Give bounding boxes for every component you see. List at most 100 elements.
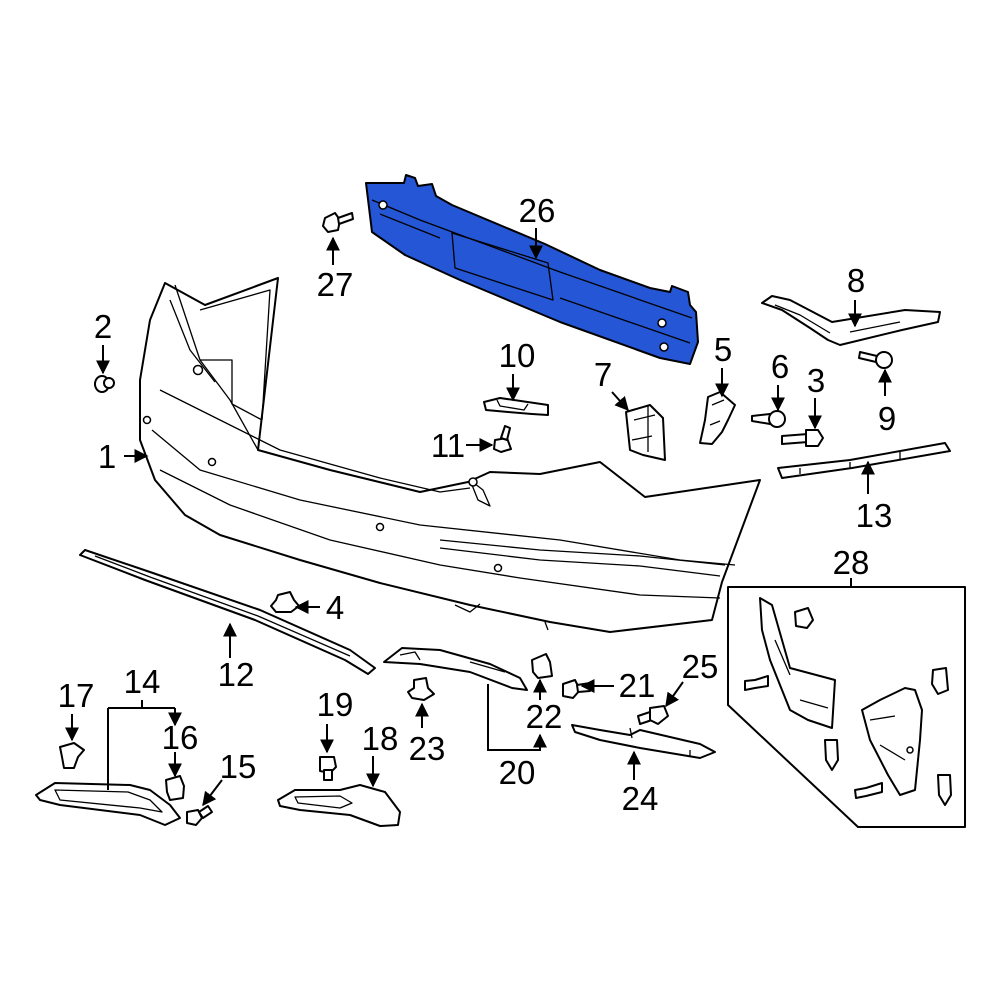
- reinforcement-ridge: [379, 213, 691, 344]
- callout-9: 9: [878, 400, 896, 437]
- kit-screw: [854, 782, 883, 799]
- callout-19: 19: [317, 686, 354, 723]
- molding-detail: [629, 727, 691, 756]
- kit-bolt: [937, 774, 952, 806]
- bumper-cover-body: [139, 277, 761, 633]
- bumper-trunk-line: [159, 389, 471, 493]
- callout-20: 20: [499, 754, 536, 791]
- leader-14: [107, 700, 175, 790]
- molding-24-part[interactable]: [571, 724, 716, 759]
- side-molding-clip: [799, 452, 901, 474]
- sensor-hole: [142, 415, 152, 425]
- nut-body: [103, 377, 115, 389]
- clip-body: [165, 775, 185, 801]
- leader-15: [202, 779, 223, 807]
- reflector-body: [277, 784, 401, 827]
- bolt-shank: [198, 805, 213, 819]
- bolt-shank: [323, 769, 333, 781]
- clip-16-part[interactable]: [165, 775, 185, 801]
- sensor-hole: [192, 364, 204, 376]
- bolt-head: [322, 212, 341, 233]
- leader-lines: [65, 228, 892, 807]
- sensor-hole: [207, 457, 217, 467]
- bolt-11-part[interactable]: [493, 425, 512, 453]
- callout-17: 17: [58, 677, 95, 714]
- sensor-hole: [375, 522, 385, 532]
- callout-16: 16: [162, 719, 199, 756]
- side-molding-body: [777, 442, 951, 479]
- screw-shank: [858, 351, 878, 363]
- bolt-head: [186, 809, 203, 826]
- reflector-lens: [54, 789, 163, 813]
- bracket-body: [483, 397, 549, 416]
- bumper-inner-frame: [169, 289, 271, 421]
- callout-7: 7: [594, 356, 612, 393]
- lower-molding-12-part[interactable]: [79, 549, 376, 675]
- clip-4-part[interactable]: [270, 591, 300, 613]
- bolt-15-part[interactable]: [186, 805, 213, 826]
- side-bracket-8-part[interactable]: [761, 295, 941, 346]
- bolt-19-part[interactable]: [319, 756, 337, 781]
- reflector-14-part[interactable]: [35, 782, 181, 826]
- lower-molding-detail: [94, 555, 351, 657]
- screw-head: [768, 410, 786, 428]
- reflector-body: [35, 782, 181, 826]
- leader-20: [487, 684, 547, 751]
- bolt-head: [649, 705, 669, 725]
- bolt-head: [805, 429, 824, 447]
- bracket-5-part[interactable]: [699, 391, 736, 445]
- callout-13: 13: [856, 497, 893, 534]
- clip-22-part[interactable]: [531, 653, 553, 679]
- mud-guard-kit-28-part[interactable]: [727, 586, 966, 828]
- side-bracket-detail: [774, 304, 901, 334]
- side-molding-13-part[interactable]: [777, 442, 951, 479]
- callout-22: 22: [526, 698, 563, 735]
- callout-3: 3: [807, 362, 825, 399]
- bumper-cover-part[interactable]: [139, 277, 761, 633]
- reinforcement-hole: [659, 342, 669, 352]
- bumper-lower-line: [159, 469, 721, 599]
- clip-body: [59, 742, 85, 769]
- callout-1: 1: [98, 438, 116, 475]
- bracket-detail: [631, 406, 656, 452]
- kit-bolt: [824, 739, 839, 771]
- bolt-27-part[interactable]: [322, 212, 354, 233]
- molding-body: [571, 724, 716, 759]
- mud-guard-front: [861, 687, 923, 796]
- bumper-upper-edge: [174, 284, 259, 451]
- screw-6-part[interactable]: [751, 410, 786, 428]
- bracket-body: [625, 404, 666, 461]
- clip-body: [270, 591, 300, 613]
- bracket-20-part[interactable]: [383, 647, 528, 691]
- bolt-3-part[interactable]: [781, 429, 824, 447]
- reflector-18-part[interactable]: [277, 784, 401, 827]
- lower-molding-body: [79, 549, 376, 675]
- callout-2: 2: [94, 308, 112, 345]
- clip-17-part[interactable]: [59, 742, 85, 769]
- reflector-lens: [294, 795, 353, 809]
- bumper-reinforcement-part[interactable]: [365, 174, 699, 365]
- leader-25: [665, 681, 684, 708]
- bumper-tab: [469, 479, 491, 507]
- screw-9-part[interactable]: [858, 351, 893, 369]
- leader-7: [611, 391, 629, 412]
- bolt-head: [562, 679, 581, 699]
- callout-10: 10: [499, 337, 536, 374]
- bracket-detail: [709, 399, 725, 426]
- screw-head: [875, 351, 893, 369]
- bracket-10-part[interactable]: [483, 397, 549, 416]
- clip-23-part[interactable]: [407, 677, 435, 701]
- clip-body: [531, 653, 553, 679]
- mud-guard-rear-detail: [774, 639, 829, 709]
- callout-27: 27: [317, 266, 354, 303]
- bolt-shank: [576, 682, 591, 693]
- bolt-25-part[interactable]: [637, 705, 669, 725]
- callout-18: 18: [362, 720, 399, 757]
- bracket-detail: [399, 651, 506, 673]
- bolt-21-part[interactable]: [562, 679, 591, 699]
- mud-guard-rear: [759, 597, 836, 729]
- bracket-body: [699, 391, 736, 445]
- bracket-7-part[interactable]: [625, 404, 666, 461]
- bumper-notch: [454, 603, 549, 631]
- nut-2-part[interactable]: [94, 375, 115, 393]
